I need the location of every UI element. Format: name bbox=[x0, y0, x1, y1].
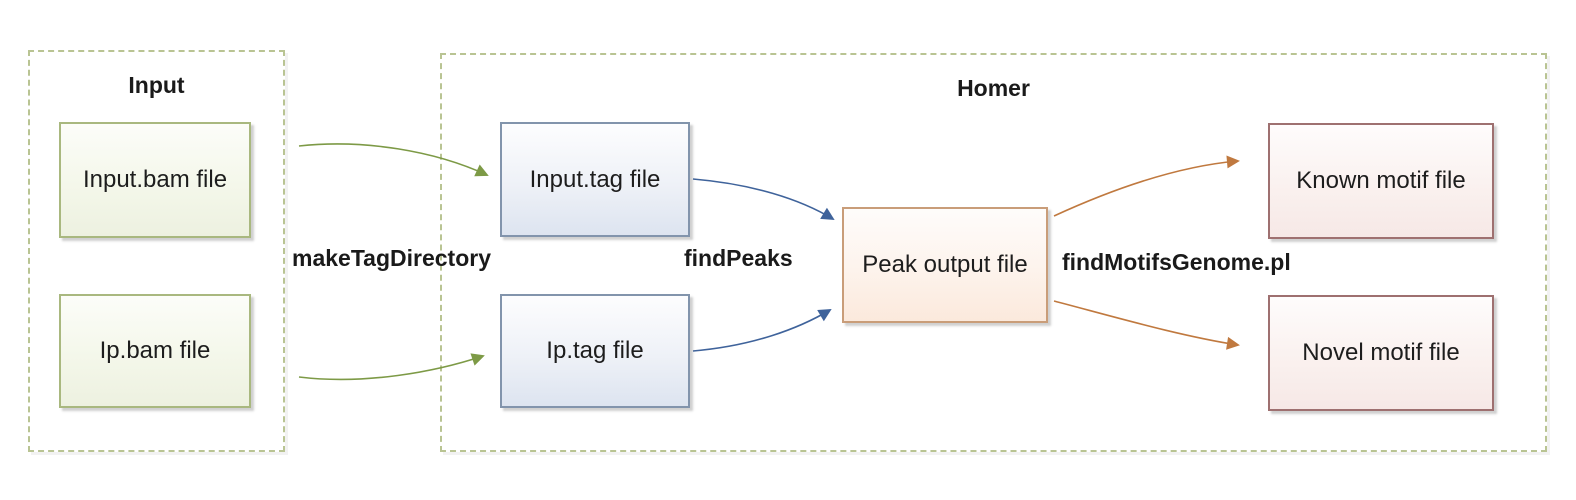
edge-label-find-motifs-genome: findMotifsGenome.pl bbox=[1062, 249, 1291, 275]
node-known-motif-file: Known motif file bbox=[1268, 123, 1494, 239]
node-novel-motif-label: Novel motif file bbox=[1302, 339, 1460, 366]
node-input-bam-label: Input.bam file bbox=[82, 166, 228, 193]
node-novel-motif-file: Novel motif file bbox=[1268, 295, 1494, 411]
input-group-container: Input bbox=[28, 50, 285, 452]
edge-label-make-tag-directory: makeTagDirectory bbox=[292, 245, 491, 271]
input-group-title: Input bbox=[128, 72, 185, 98]
node-peak-output-file: Peak output file bbox=[842, 207, 1048, 323]
node-ip-tag-label: Ip.tag file bbox=[546, 337, 644, 364]
node-ip-tag-file: Ip.tag file bbox=[500, 294, 690, 408]
node-input-bam-file: Input.bam file bbox=[59, 122, 251, 238]
node-ip-bam-file: Ip.bam file bbox=[59, 294, 251, 408]
edge-label-find-peaks: findPeaks bbox=[684, 245, 793, 271]
node-input-tag-label: Input.tag file bbox=[529, 165, 661, 193]
node-input-tag-file: Input.tag file bbox=[500, 122, 690, 237]
node-known-motif-label: Known motif file bbox=[1296, 167, 1466, 194]
homer-group-title: Homer bbox=[957, 75, 1030, 101]
homer-group-container: Homer bbox=[440, 53, 1547, 452]
node-peak-output-label: Peak output file bbox=[862, 251, 1028, 278]
node-ip-bam-label: Ip.bam file bbox=[99, 337, 211, 364]
